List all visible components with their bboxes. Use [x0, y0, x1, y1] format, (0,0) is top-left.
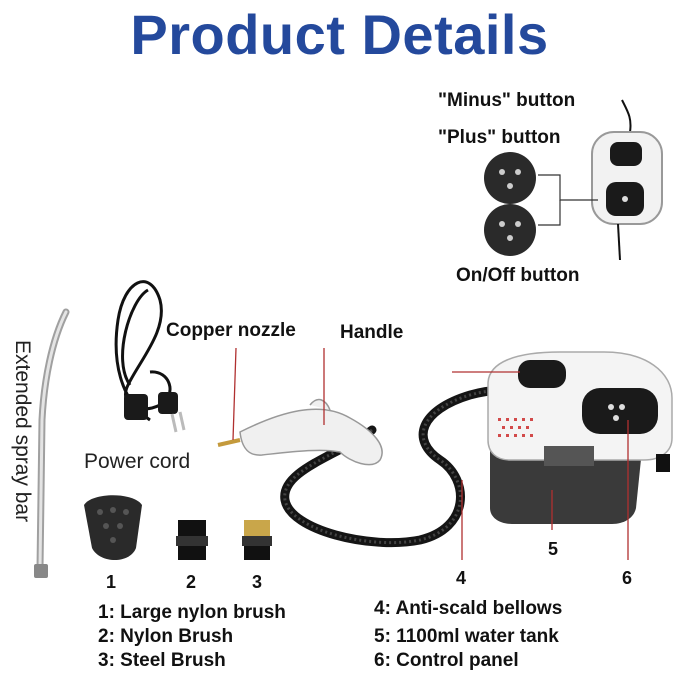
- minus-button-label: "Minus" button: [438, 90, 576, 111]
- steamer-body-icon: [487, 351, 673, 524]
- onoff-button-label: On/Off button: [456, 265, 580, 286]
- large-nylon-brush-icon: [84, 495, 142, 560]
- nylon-brush-icon: [176, 520, 208, 560]
- steel-brush-icon: [242, 520, 272, 560]
- copper-nozzle-label: Copper nozzle: [166, 320, 296, 341]
- handle-label: Handle: [340, 322, 404, 343]
- power-cord-label: Power cord: [84, 450, 191, 473]
- legend-item-2: 2: Nylon Brush: [98, 626, 234, 647]
- page-title: Product Details: [130, 3, 549, 66]
- legend-item-6: 6: Control panel: [374, 650, 519, 671]
- number-3: 3: [252, 572, 263, 592]
- control-panel-closeup: [538, 99, 663, 261]
- leader-lines: [232, 347, 629, 560]
- number-1: 1: [106, 572, 117, 592]
- legend-item-4: 4: Anti-scald bellows: [374, 598, 563, 619]
- legend-item-3: 3: Steel Brush: [98, 650, 226, 671]
- number-2: 2: [186, 572, 197, 592]
- number-4: 4: [456, 568, 467, 588]
- hose-icon: [280, 386, 527, 548]
- handle-icon: [217, 398, 383, 466]
- power-cord-icon: [114, 280, 186, 433]
- spray-bar-icon: [34, 308, 70, 578]
- spray-bar-label: Extended spray bar: [11, 340, 34, 523]
- plus-button-icon: [484, 152, 536, 204]
- number-5: 5: [548, 539, 559, 559]
- legend-item-5: 5: 1100ml water tank: [374, 626, 559, 647]
- minus-button-icon: [484, 204, 536, 256]
- legend-item-1: 1: Large nylon brush: [98, 602, 286, 623]
- number-6: 6: [622, 568, 633, 588]
- plus-button-label: "Plus" button: [438, 127, 561, 148]
